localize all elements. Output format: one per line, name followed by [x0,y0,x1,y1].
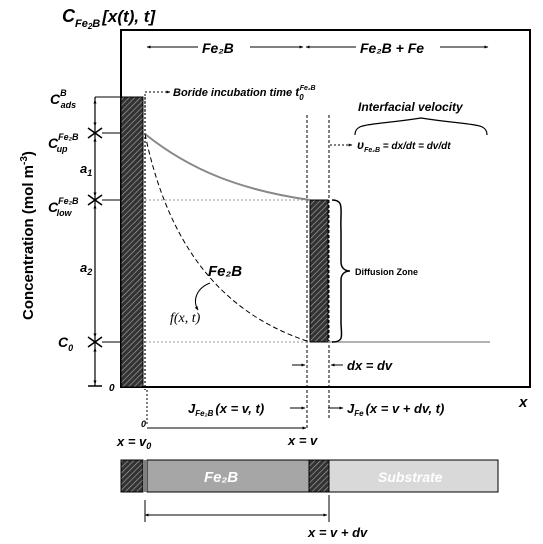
bar-fe2b-label: Fe₂B [204,469,238,486]
flux-fe2b: JFe₂B(x = v, t) [188,401,264,418]
y-axis-label: Concentration (mol m-3) [19,151,37,320]
surface-layer [120,96,144,388]
x-axis-label: x [518,394,528,411]
velocity-equation: υFe₂B = dx/dt = dv/dt [357,138,451,154]
x-equals-v-plus-dv: x = v + dv [307,525,368,540]
region-fe2b-label: Fe₂B [202,40,234,56]
x-equals-v0: x = v0 [116,434,151,451]
bar-interface [308,459,330,493]
fx-label: f(x, t) [170,311,201,326]
y-axis-title: CFe2B[x(t), t] [62,6,156,31]
x-equals-v: x = v [287,433,318,448]
bar-surface [120,459,144,493]
concentration-profile-curve [144,133,311,201]
tick-zero: 0 [141,419,146,429]
interface-layer [309,199,329,343]
a2-label: a2 [80,260,92,277]
bar-substrate [328,459,499,493]
curve-fe2b-label: Fe₂B [208,263,242,280]
bar-substrate-label: Substrate [378,469,443,485]
velocity-title: Interfacial velocity [358,100,464,114]
level-c0: C0 [58,334,73,353]
diffusion-zone-brace [331,199,351,343]
a1-label: a1 [80,161,92,178]
incubation-label: Boride incubation time t0Fe₂B [173,85,316,102]
region-fe2b-fe-label: Fe₂B + Fe [360,40,424,56]
level-zero: 0 [109,383,115,394]
diffusion-zone-label: Diffusion Zone [355,267,418,277]
fx-dashed-curve [144,133,311,343]
dx-label: dx = dv [347,358,393,373]
flux-fe: JFe(x = v + dv, t) [347,401,444,418]
